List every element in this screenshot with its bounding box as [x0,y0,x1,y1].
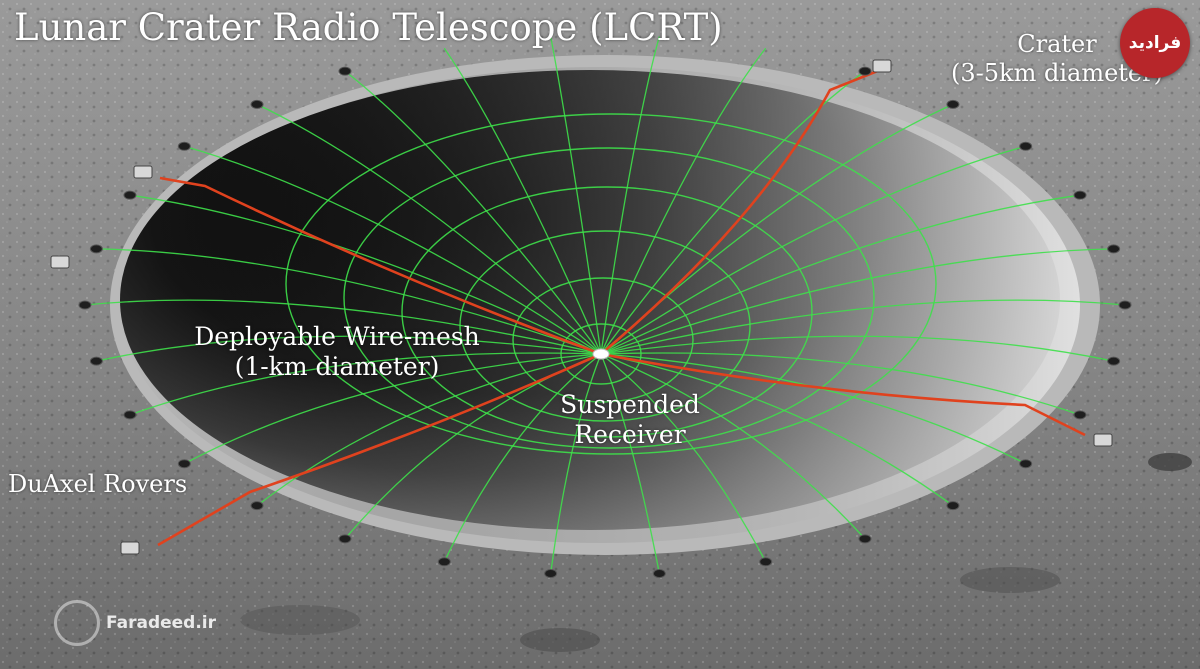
receiver-label-line2: Receiver [574,420,686,449]
mesh-radial-wire [600,353,954,507]
wire-mesh-label-line1: Deployable Wire-mesh [194,322,480,351]
duaxel-rover [872,59,892,73]
mesh-radial-wire [129,194,602,355]
mesh-radial-wire [600,36,660,355]
mesh-radial-wire [96,335,602,362]
anchor-points [78,66,1132,579]
small-crater [240,605,360,635]
anchor-point [250,99,264,109]
suspension-cable [600,68,881,355]
wire-mesh-label-line2: (1-km diameter) [234,352,440,381]
small-crater [520,628,600,652]
anchor-point [78,300,92,310]
suspended-receiver [592,348,610,360]
wire-mesh-label: Deployable Wire-mesh (1-km diameter) [172,322,502,382]
mesh-ring [285,113,937,455]
rover-group [50,59,1113,555]
mesh-radial-wire [600,299,1126,355]
anchor-point [123,410,137,420]
mesh-radial-wire [344,70,602,355]
small-crater [960,567,1060,593]
anchor-point [946,501,960,511]
site-logo-badge: فرادید [1120,8,1190,78]
mesh-radial-wire [129,352,602,416]
wire-mesh [84,36,1126,574]
page-title: Lunar Crater Radio Telescope (LCRT) [14,6,723,49]
mesh-radial-wire [443,353,602,563]
anchor-point [858,66,872,76]
anchor-point [89,356,103,366]
duaxel-rover [120,541,140,555]
mesh-radial-wire [184,145,602,355]
anchor-point [338,66,352,76]
anchor-point [250,501,264,511]
anchor-point [177,459,191,469]
anchor-point [89,244,103,254]
mesh-radial-wire [600,47,767,355]
watermark: Faradeed.ir [54,600,216,646]
anchor-point [338,534,352,544]
anchor-point [437,557,451,567]
duaxel-rover [50,255,70,269]
mesh-radial-wire [600,353,767,563]
duaxel-rover [1093,433,1113,447]
mesh-radial-wire [600,353,866,540]
crater-label-line1: Crater [1017,30,1097,58]
anchor-point [759,557,773,567]
mesh-ring [512,277,694,403]
anchor-point [946,99,960,109]
mesh-radial-wire [600,352,1081,416]
anchor-point [1019,459,1033,469]
receiver-label: Suspended Receiver [540,390,720,450]
mesh-ring [343,147,875,449]
anchor-point [123,190,137,200]
mesh-radial-wire [600,70,866,355]
watermark-text: Faradeed.ir [106,613,217,633]
mesh-radial-wire [256,353,602,507]
suspension-cable [157,352,602,547]
mesh-radial-wire [550,353,602,574]
mesh-radial-wire [600,353,660,574]
mesh-radial-wire [600,353,1026,465]
anchor-point [1073,190,1087,200]
anchor-point [1107,356,1121,366]
mesh-radial-wire [84,299,602,355]
mesh-radial-wire [96,248,602,355]
mesh-ring [459,230,751,422]
receiver-label-line1: Suspended [560,390,700,419]
mesh-radial-wire [600,194,1081,355]
watermark-logo-icon [54,600,100,646]
small-crater [1148,453,1192,471]
anchor-point [1019,141,1033,151]
mesh-radial-wire [600,335,1114,362]
anchor-point [1107,244,1121,254]
anchor-point [1118,300,1132,310]
crater-lit-wall [120,67,1080,543]
mesh-radial-wire [443,47,602,355]
mesh-radial-wire [600,248,1114,355]
mesh-radial-wire [550,36,602,355]
anchor-point [652,569,666,579]
duaxel-rover [133,165,153,179]
anchor-point [1073,410,1087,420]
mesh-radial-wire [256,103,602,355]
mesh-ring [560,323,642,385]
suspension-cables [157,68,1086,547]
anchor-point [858,534,872,544]
suspension-cable [159,176,602,356]
anchor-point [544,569,558,579]
mesh-radial-wire [600,145,1026,355]
mesh-ring [401,186,813,438]
anchor-point [177,141,191,151]
rovers-label: DuAxel Rovers [8,470,188,498]
suspension-cable [600,352,1086,437]
mesh-radial-wire [184,353,602,465]
